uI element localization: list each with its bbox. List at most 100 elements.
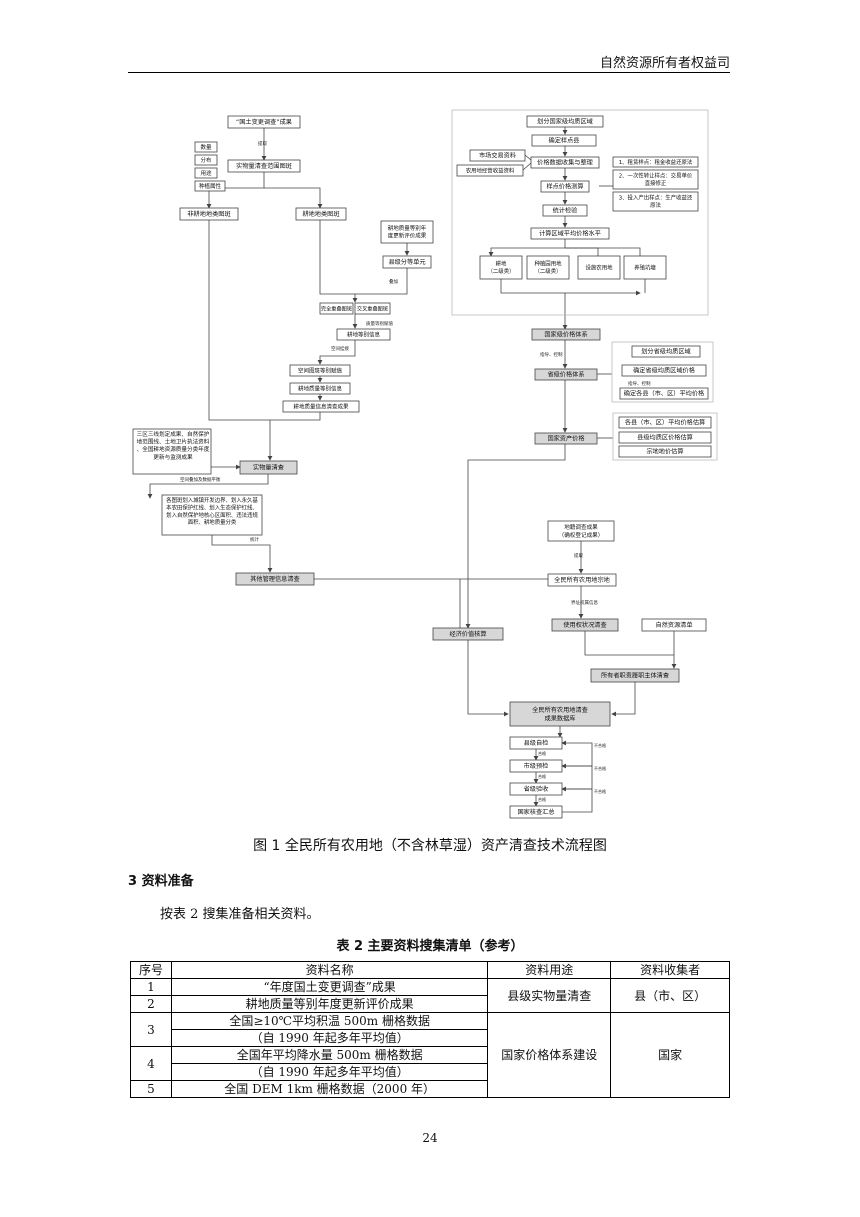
attr-use: 用途 xyxy=(194,167,218,179)
node-parcel-label: 全民所有农用地宗地 xyxy=(554,576,610,584)
node-survey-rect xyxy=(547,520,615,542)
node-cat-orchard-label: 种植园用地（二级类） xyxy=(535,260,563,275)
table-caption: 表 2 主要资料搜集清单（参考） xyxy=(336,939,524,954)
node-prov-price-rect xyxy=(621,364,707,377)
node-audit-county-rect xyxy=(509,736,563,750)
node-spot-range-label: 实物量清查范围图斑 xyxy=(236,162,292,170)
label-guide2: 指导、控制 xyxy=(628,380,651,387)
node-quality-src-rect xyxy=(380,220,434,244)
node-econ: 经济价值核算 xyxy=(432,627,504,641)
node-audit-prov-label: 省级验收 xyxy=(524,785,549,793)
node-grade-unit: 县级分等单元 xyxy=(382,255,432,269)
attr-qty-rect xyxy=(194,141,218,153)
node-cross-overlap-rect xyxy=(354,302,391,315)
node-prov-system-rect xyxy=(534,368,598,381)
connector-line xyxy=(488,239,566,257)
node-owner-check: 所有者职责履职主体清查 xyxy=(590,668,680,683)
node-physical-label: 实物量清查 xyxy=(253,464,284,472)
node-econ-rect xyxy=(432,627,504,641)
cell-use: 国家价格体系建设 xyxy=(487,1012,612,1098)
attr-crop-rect xyxy=(194,180,226,192)
node-method-2: 2、一次性转让样点：交易单价直接修正 xyxy=(612,169,699,190)
connector-line xyxy=(561,763,593,790)
node-calc-sample-rect xyxy=(540,180,590,193)
node-cat-facility: 设施农用地 xyxy=(577,255,621,280)
node-spot-range-rect xyxy=(227,159,301,173)
node-zone: 划分国家级均质区域 xyxy=(526,115,604,128)
label-spatial-overlay: 空间叠加及数据平衡 xyxy=(180,476,221,483)
node-db-rect xyxy=(509,701,611,727)
node-cat-farm: 耕地（二级类） xyxy=(479,255,523,280)
node-mgmt-desc: 各图斑划入城镇开发边界、划入永久基本农田保护红线、划入生态保护红线、划入自然保护… xyxy=(166,496,258,526)
attr-qty: 数量 xyxy=(194,141,218,153)
table-row: 2 耕地质量等别年度更新评价成果 xyxy=(130,995,730,1013)
attr-dist-label: 分布 xyxy=(200,156,212,164)
cell-name: 全国 DEM 1km 栅格数据（2000 年） xyxy=(170,1080,489,1098)
node-audit-nat: 国家核查汇总 xyxy=(509,805,563,819)
attr-dist-rect xyxy=(194,154,218,166)
connector-line xyxy=(524,154,532,161)
node-farm-income-label: 农用地经营收益资料 xyxy=(466,166,515,174)
node-mgmt-check-rect xyxy=(235,572,315,586)
label-summary: 统计 xyxy=(250,536,259,543)
attr-use-rect xyxy=(194,167,218,179)
node-econ-label: 经济价值核算 xyxy=(449,630,486,638)
node-quality-result: 耕地质量信息清查成果 xyxy=(282,400,360,413)
node-quality-result-label: 耕地质量信息清查成果 xyxy=(293,402,349,410)
node-db-label: 全民所有农用地清查成果数据库 xyxy=(532,706,588,722)
node-price-collect-rect xyxy=(530,156,600,169)
label-quality-assign: 质量等别赋值 xyxy=(366,320,393,327)
node-audit-nat-label: 国家核查汇总 xyxy=(517,808,554,816)
node-est-3-label: 宗地地价估算 xyxy=(646,448,683,456)
node-physical: 实物量清查 xyxy=(239,460,298,475)
node-nonfarm: 非耕地地类图斑 xyxy=(179,207,239,221)
node-quality-info-rect xyxy=(289,382,351,395)
node-zone-label: 划分国家级均质区域 xyxy=(537,118,593,126)
node-est-1-label: 各县（市、区）平均价格估算 xyxy=(625,419,705,427)
node-nat-system: 国家级价格体系 xyxy=(531,328,601,341)
node-nat-list: 自然资源清单 xyxy=(641,618,707,632)
node-bgdc-result-rect xyxy=(227,115,301,129)
node-cat-facility-label: 设施农用地 xyxy=(586,263,614,271)
cell-no: 1 xyxy=(130,978,172,996)
node-audit-prov-rect xyxy=(509,782,563,796)
col-header: 序号 xyxy=(130,961,172,979)
node-prov-price-label: 确定省级均质区域价格 xyxy=(633,367,696,375)
node-parcel-rect xyxy=(547,573,617,587)
label-rights: 界址权属信息 xyxy=(571,599,598,606)
node-quality-src-label: 耕地质量等别年度更新评价成果 xyxy=(388,224,427,240)
connector-line xyxy=(584,631,677,669)
table-row: 5 全国 DEM 1km 栅格数据（2000 年） xyxy=(130,1080,730,1098)
node-verify: 统计检验 xyxy=(542,204,588,217)
node-audit-city: 市级预检 xyxy=(509,759,563,773)
node-method-3-rect xyxy=(612,191,699,212)
node-market: 市场交易资料 xyxy=(469,149,526,162)
node-grade-info: 耕地等别信息 xyxy=(336,328,391,341)
table-row: 1 “年度国土变更调查”成果 县级实物量清查 县（市、区） xyxy=(130,978,730,1013)
node-method-1-label: 1、租赁样点：租金收益还原法 xyxy=(619,158,693,166)
node-db: 全民所有农用地清查成果数据库 xyxy=(509,701,611,727)
cell-name-sub: （自 1990 年起多年平均值） xyxy=(170,1063,489,1081)
node-est-3: 宗地地价估算 xyxy=(618,445,712,458)
node-method-2-rect xyxy=(612,169,699,190)
node-est-1: 各县（市、区）平均价格估算 xyxy=(618,416,712,429)
connector-line xyxy=(147,474,269,499)
node-calc-sample: 样点价格测算 xyxy=(540,180,590,193)
node-farm-rect xyxy=(295,207,347,221)
connector-line xyxy=(561,786,593,813)
connector-line xyxy=(352,268,408,303)
label-extract: 提取 xyxy=(258,140,267,147)
page-number: 24 xyxy=(422,1131,438,1145)
node-full-overlap: 完全重叠图斑 xyxy=(319,302,354,315)
connector-line xyxy=(465,444,566,629)
node-sample: 确定样点县 xyxy=(531,134,597,147)
cell-collector: 县（市、区） xyxy=(610,978,730,1013)
node-parcel: 全民所有农用地宗地 xyxy=(547,573,617,587)
node-spot-range: 实物量清查范围图斑 xyxy=(227,159,301,173)
node-est-2-label: 县级均质区价格估算 xyxy=(637,434,693,442)
node-farm-income: 农用地经营收益资料 xyxy=(456,164,524,177)
running-header: 自然资源所有者权益司 xyxy=(128,52,730,73)
node-prov-price: 确定省级均质区域价格 xyxy=(621,364,707,377)
label-pass: 合格 xyxy=(538,796,546,802)
node-grade-info-rect xyxy=(336,328,391,341)
